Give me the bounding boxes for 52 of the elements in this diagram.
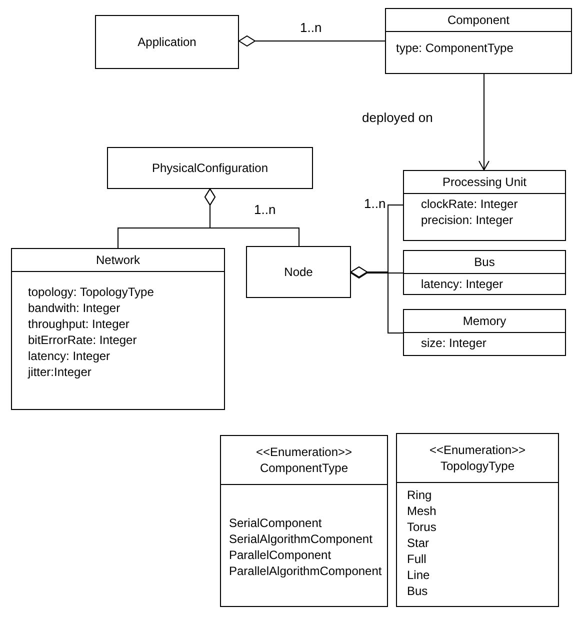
attribute-text: throughput: Integer: [28, 316, 130, 332]
class-name: Component: [447, 12, 510, 28]
enum-value: Bus: [407, 583, 428, 599]
class-box: [403, 250, 566, 295]
enum-value: SerialComponent: [229, 515, 322, 531]
attribute-text: jitter:Integer: [28, 364, 92, 380]
enum-value: Line: [407, 567, 430, 583]
attribute-text: latency: Integer: [421, 276, 504, 292]
class-name: Bus: [474, 254, 495, 270]
enum-value: SerialAlgorithmComponent: [229, 531, 372, 547]
class-name: Application: [138, 34, 196, 50]
aggregation-line: [350, 266, 404, 334]
enumeration-box: [220, 435, 388, 607]
attribute-text: precision: Integer: [421, 212, 514, 228]
class-name: TopologyType: [440, 458, 515, 474]
enum-value: Full: [407, 551, 426, 567]
edge-label: 1..n: [300, 20, 322, 35]
enum-value: Star: [407, 535, 430, 551]
attribute-text: type: ComponentType: [396, 40, 514, 56]
class-box: [11, 248, 225, 410]
class-box: [107, 147, 313, 189]
aggregation-line: [238, 36, 386, 46]
attribute-text: bandwith: Integer: [28, 300, 120, 316]
class-box: [246, 246, 351, 298]
enum-value: Mesh: [407, 503, 436, 519]
attribute-text: bitErrorRate: Integer: [28, 332, 137, 348]
enum-value: Ring: [407, 487, 432, 503]
class-name: ComponentType: [260, 460, 348, 476]
enumeration-box: [396, 433, 559, 607]
class-box: [403, 170, 566, 241]
class-name: Node: [284, 264, 313, 280]
aggregation-line: [204, 188, 300, 246]
stereotype-text: <<Enumeration>>: [256, 444, 352, 460]
enum-value: Torus: [407, 519, 436, 535]
attribute-text: latency: Integer: [28, 348, 110, 364]
class-name: Network: [96, 252, 140, 268]
attribute-text: size: Integer: [421, 335, 486, 351]
edge-label: deployed on: [362, 110, 433, 125]
class-name: Memory: [462, 313, 506, 329]
attribute-text: clockRate: Integer: [421, 196, 518, 212]
edge-label: 1..n: [364, 196, 386, 211]
class-name: Processing Unit: [442, 174, 527, 190]
stereotype-text: <<Enumeration>>: [429, 442, 526, 458]
enum-value: ParallelAlgorithmComponent: [229, 563, 382, 579]
enum-value: ParallelComponent: [229, 547, 332, 563]
class-box: [385, 8, 572, 74]
attribute-text: topology: TopologyType: [28, 284, 154, 300]
class-box: [403, 309, 566, 356]
arrow: [478, 74, 490, 170]
class-name: PhysicalConfiguration: [152, 160, 268, 176]
class-box: [95, 15, 239, 69]
edge-label: 1..n: [254, 202, 276, 217]
